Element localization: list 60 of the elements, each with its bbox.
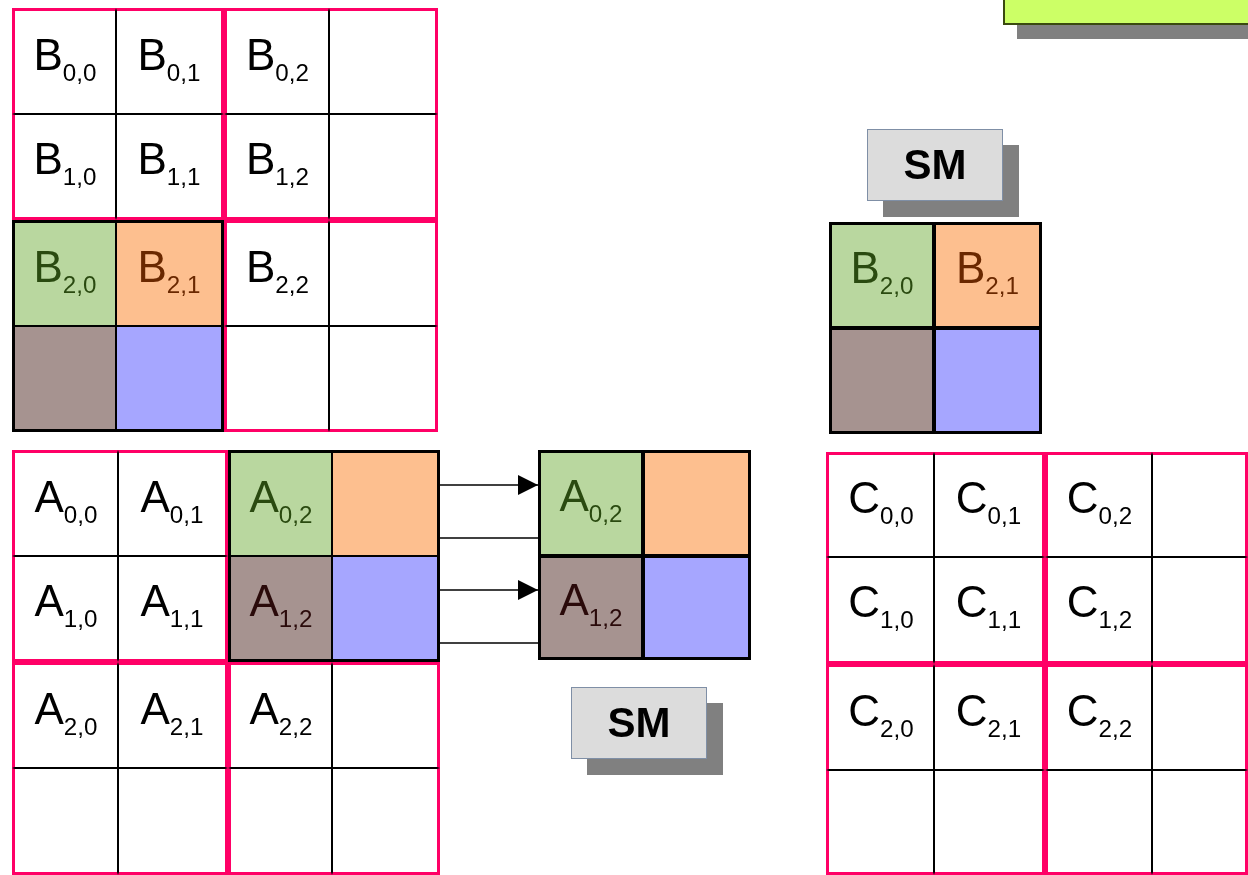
matrix-cell: C$_{1,1}$ xyxy=(934,557,1045,664)
matrix-cell xyxy=(224,326,329,432)
matrix-cell xyxy=(332,768,440,875)
matrix-cell xyxy=(1152,770,1248,875)
matrix-cell xyxy=(12,326,116,432)
matrix-cell: A$_{0,2}$ xyxy=(538,450,643,556)
matrix-cell xyxy=(643,450,751,556)
matrix-cell xyxy=(228,768,332,875)
matrix-cell: C$_{0,1}$ xyxy=(934,452,1045,557)
matrix-cell: B$_{1,2}$ xyxy=(224,114,329,220)
matrix-cell: B$_{0,0}$ xyxy=(12,8,116,114)
matrix-cell: A$_{2,2}$ xyxy=(228,662,332,768)
matrix-cell: C$_{1,2}$ xyxy=(1045,557,1152,664)
matrix-cell xyxy=(643,556,751,660)
connector-line xyxy=(440,537,539,539)
matrix-cell xyxy=(329,114,438,220)
arrow xyxy=(440,475,539,495)
matrix-cell: B$_{1,0}$ xyxy=(12,114,116,220)
matrix-cell: B$_{2,0}$ xyxy=(829,222,934,328)
matrix-cell: B$_{0,2}$ xyxy=(224,8,329,114)
matrix-cell xyxy=(1152,664,1248,770)
matrix-cell xyxy=(1152,452,1248,557)
matrix-cell: A$_{1,2}$ xyxy=(538,556,643,660)
matrix-cell xyxy=(332,450,440,556)
matrix-cell: C$_{0,0}$ xyxy=(826,452,934,557)
matrix-cell xyxy=(329,326,438,432)
matrix-cell: A$_{0,0}$ xyxy=(12,450,118,556)
matrix-cell xyxy=(1152,557,1248,664)
matrix-cell: C$_{0,2}$ xyxy=(1045,452,1152,557)
matrix-cell: A$_{1,0}$ xyxy=(12,556,118,662)
connector-line xyxy=(440,642,539,644)
matrix-cell xyxy=(1045,770,1152,875)
matrix-cell xyxy=(118,768,228,875)
matrix-cell: C$_{1,0}$ xyxy=(826,557,934,664)
matrix-cell: A$_{0,2}$ xyxy=(228,450,332,556)
matrix-cell xyxy=(829,328,934,434)
matrix-cell: A$_{0,1}$ xyxy=(118,450,228,556)
matrix-cell xyxy=(116,326,224,432)
matrix-cell xyxy=(329,220,438,326)
arrow xyxy=(440,580,539,600)
matrix-cell: B$_{2,2}$ xyxy=(224,220,329,326)
matrix-cell: C$_{2,2}$ xyxy=(1045,664,1152,770)
matrix-cell: A$_{2,1}$ xyxy=(118,662,228,768)
matrix-cell xyxy=(332,662,440,768)
matrix-cell: C$_{2,0}$ xyxy=(826,664,934,770)
matrix-cell xyxy=(332,556,440,662)
matrix-cell: B$_{0,1}$ xyxy=(116,8,224,114)
matrix-cell: B$_{2,1}$ xyxy=(116,220,224,326)
matrix-cell xyxy=(12,768,118,875)
matrix-cell: C$_{2,1}$ xyxy=(934,664,1045,770)
matrix-cell xyxy=(934,770,1045,875)
matrix-cell: B$_{2,1}$ xyxy=(934,222,1042,328)
matrix-cell: B$_{2,0}$ xyxy=(12,220,116,326)
matrix-cell: A$_{2,0}$ xyxy=(12,662,118,768)
matrix-cell xyxy=(826,770,934,875)
matrix-cell xyxy=(329,8,438,114)
matrix-cell: A$_{1,2}$ xyxy=(228,556,332,662)
matrix-cell xyxy=(934,328,1042,434)
matrix-cell: B$_{1,1}$ xyxy=(116,114,224,220)
matrix-cell: A$_{1,1}$ xyxy=(118,556,228,662)
